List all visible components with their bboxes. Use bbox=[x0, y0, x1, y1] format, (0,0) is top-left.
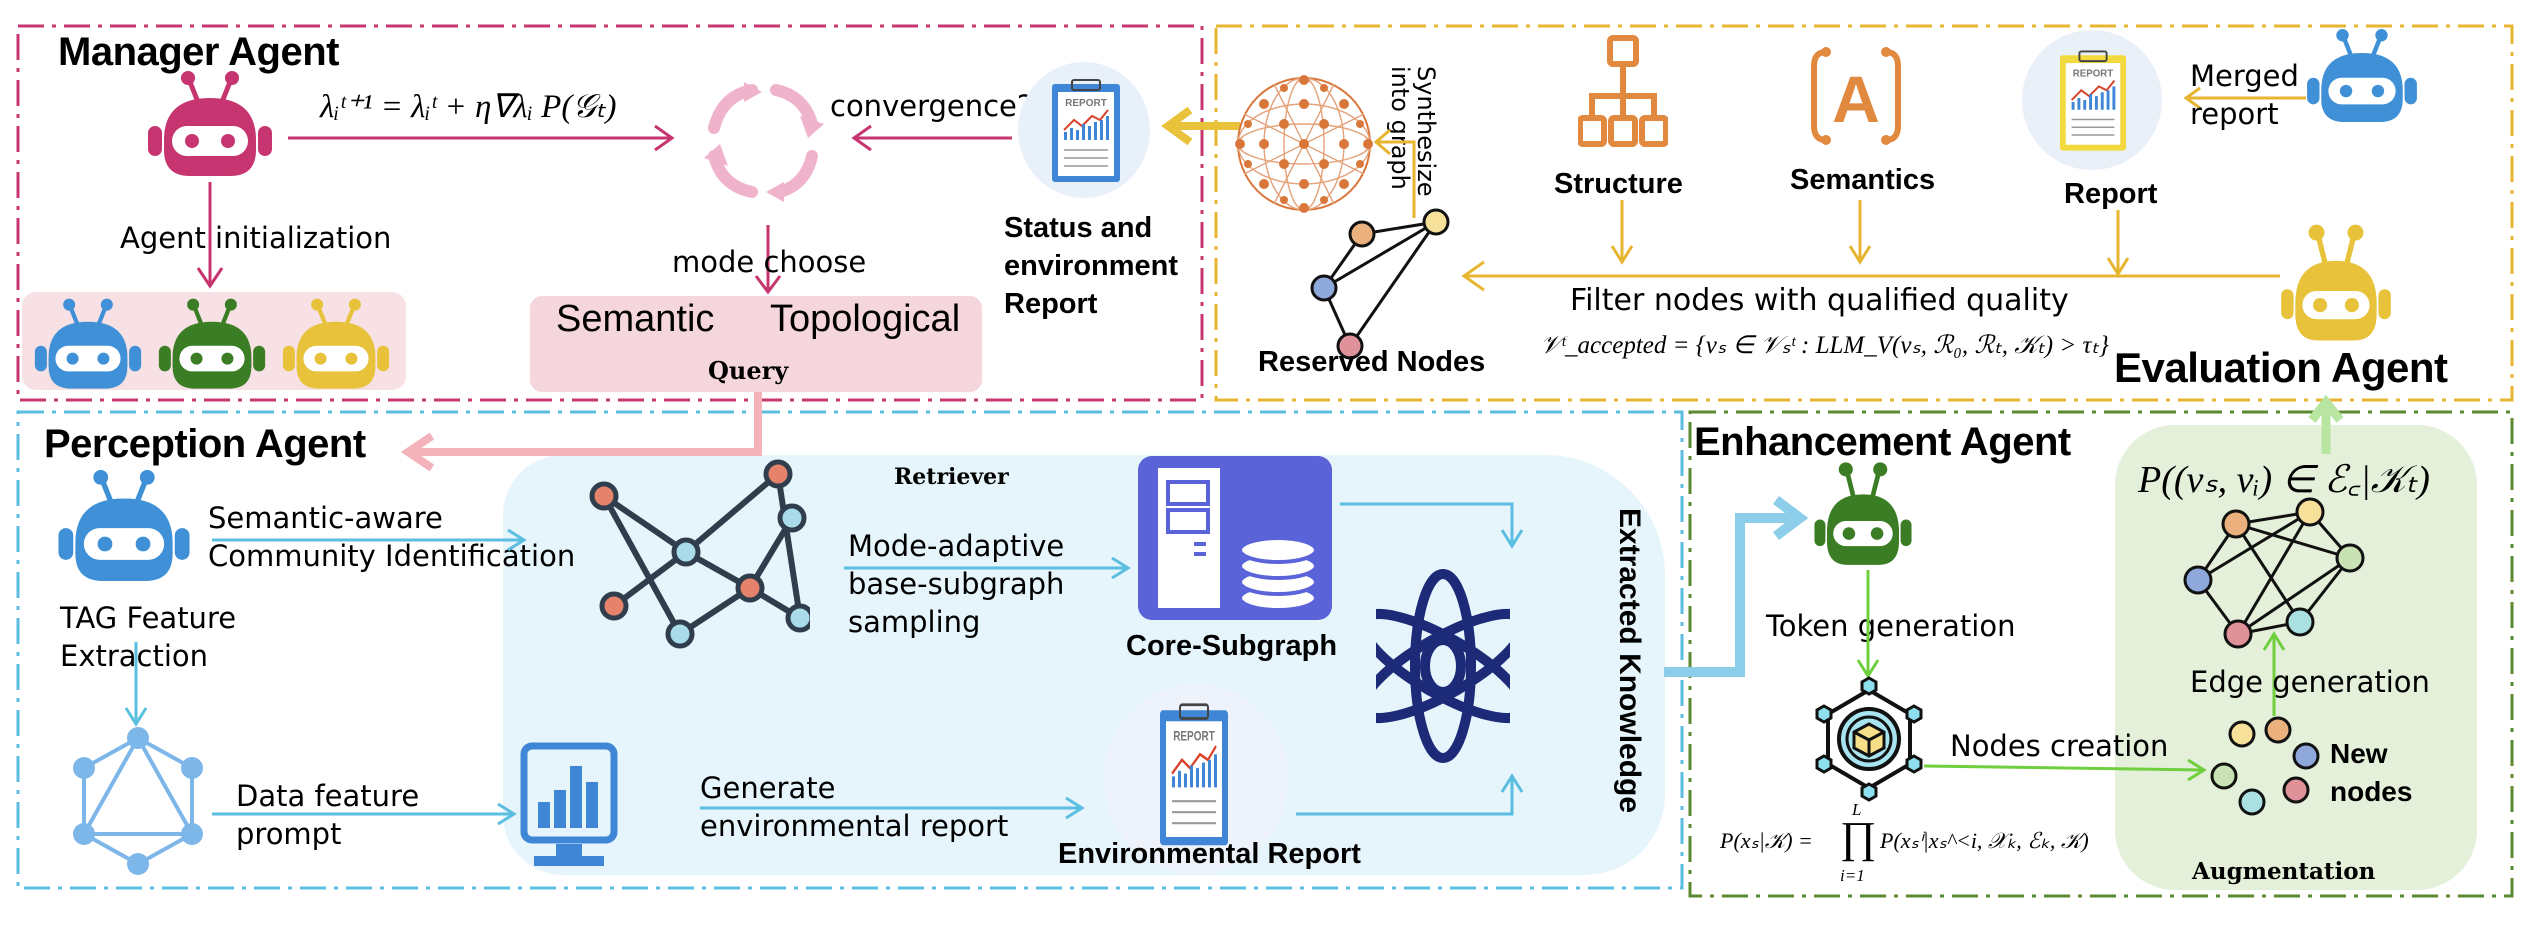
reserved-node bbox=[1310, 274, 1338, 302]
filter-label: Filter nodes with qualified quality bbox=[1570, 283, 2069, 318]
synthesize-label-2: into graph bbox=[1386, 66, 1414, 190]
mode-choose-label: mode choose bbox=[672, 245, 867, 279]
convergence-label: convergence? bbox=[830, 89, 1033, 123]
mode-adaptive-label-2: base-subgraph bbox=[848, 567, 1065, 601]
query-topological-option[interactable]: Topological bbox=[770, 298, 961, 340]
graph-sphere-icon bbox=[1235, 75, 1373, 213]
new-nodes-label-2: nodes bbox=[2330, 776, 2413, 807]
reserved-nodes-label: Reserved Nodes bbox=[1258, 346, 1486, 378]
product-symbol: ∏ bbox=[1840, 813, 1877, 862]
robot-green-icon bbox=[158, 298, 266, 389]
edge-generation-label: Edge generation bbox=[2190, 665, 2430, 699]
robot-pink-icon bbox=[148, 71, 272, 176]
robot-green-enhancement-icon bbox=[1814, 462, 1912, 565]
agent-initialization-label: Agent initialization bbox=[120, 221, 392, 255]
community-label-1: Semantic-aware bbox=[208, 501, 443, 535]
hierarchy-icon bbox=[1578, 35, 1668, 147]
graph-node bbox=[599, 591, 629, 621]
status-report-label-1: Status and bbox=[1004, 212, 1153, 244]
tag-graph-icon bbox=[73, 727, 203, 875]
criteria-semantics-label: Semantics bbox=[1790, 164, 1936, 196]
monitor-chart-icon bbox=[520, 742, 618, 866]
synthesize-label-line1: Synthesize bbox=[1412, 66, 1440, 197]
synthesize-label: Synthesize bbox=[1412, 66, 1440, 197]
robot-blue-merged-icon bbox=[2307, 29, 2417, 123]
robot-yellow-evaluation-icon bbox=[2281, 224, 2391, 341]
atom-knowledge-icon bbox=[1376, 569, 1510, 763]
retriever-label: Retriever bbox=[894, 464, 1009, 490]
status-report-label-3: Report bbox=[1004, 288, 1098, 320]
env-report-icon: REPORT bbox=[1160, 703, 1228, 846]
token-formula-prod-top: L bbox=[1852, 800, 1862, 819]
merged-report-label-2: report bbox=[2190, 97, 2279, 131]
robot-blue-perception-icon bbox=[58, 469, 190, 581]
graph-node bbox=[589, 481, 619, 511]
query-box[interactable] bbox=[530, 296, 982, 392]
token-formula-right: P(xₛⁱ|xₛ^<i, 𝒳ₖ, ℰₖ, 𝒦) bbox=[1880, 828, 2089, 853]
network-graph-icon bbox=[589, 459, 810, 649]
tag-feature-label-1: TAG Feature bbox=[60, 601, 237, 635]
merged-report-label-1: Merged bbox=[2190, 59, 2299, 93]
semantics-glyph: A bbox=[1832, 62, 1880, 136]
edge-formula: P((vₛ, vᵢ) ∈ ℰ꜀|𝒦ₜ) bbox=[2138, 459, 2430, 501]
mode-adaptive-label-3: sampling bbox=[848, 605, 981, 639]
server-database-icon bbox=[1138, 456, 1332, 620]
mode-adaptive-label-1: Mode-adaptive bbox=[848, 529, 1065, 563]
tag-feature-label-2: Extraction bbox=[60, 639, 209, 673]
graph-node bbox=[777, 503, 807, 533]
text-bracket-icon: A bbox=[1811, 47, 1901, 145]
augmentation-label: Augmentation bbox=[2192, 858, 2376, 885]
query-semantic-option[interactable]: Semantic bbox=[556, 298, 715, 340]
community-label-2: Community Identification bbox=[208, 539, 576, 573]
blockchain-cube-icon bbox=[1815, 676, 1923, 802]
status-report-icon-text: REPORT bbox=[1065, 98, 1107, 109]
lambda-update-formula: λᵢᵗ⁺¹ = λᵢᵗ + η∇λᵢ P(𝒢ₜ) bbox=[320, 89, 617, 125]
report-icon: REPORT bbox=[2059, 50, 2127, 151]
filter-formula: 𝒱ᵗ_accepted = {vₛ ∈ 𝒱ₛᵗ : LLM_V(vₛ, ℛ₀, … bbox=[1540, 332, 2109, 359]
synthesize-label-line2: into graph bbox=[1386, 66, 1414, 190]
data-feature-label-1: Data feature bbox=[236, 779, 420, 813]
status-report-icon: REPORT bbox=[1052, 79, 1120, 182]
robot-blue-icon bbox=[34, 298, 142, 389]
token-formula-prod-bottom: i=1 bbox=[1840, 866, 1865, 885]
status-report-label-2: environment bbox=[1004, 250, 1179, 282]
reserved-node bbox=[1348, 220, 1376, 248]
reserved-node bbox=[1422, 208, 1450, 236]
graph-node bbox=[785, 603, 810, 633]
perception-agent-title: Perception Agent bbox=[44, 422, 366, 466]
token-generation-label: Token generation bbox=[1766, 609, 2016, 643]
evaluation-agent-title: Evaluation Agent bbox=[2114, 344, 2448, 391]
token-formula-left: P(xₛ|𝒦) = bbox=[1720, 828, 1813, 853]
data-feature-label-2: prompt bbox=[236, 817, 342, 851]
generate-label-2: environmental report bbox=[700, 809, 1009, 843]
report-icon-text: REPORT bbox=[2073, 69, 2114, 80]
criteria-report-label: Report bbox=[2064, 178, 2158, 210]
graph-node bbox=[665, 619, 695, 649]
graph-node bbox=[763, 459, 793, 489]
graph-node bbox=[671, 537, 701, 567]
env-report-icon-text: REPORT bbox=[1173, 728, 1215, 744]
core-subgraph-label: Core-Subgraph bbox=[1126, 630, 1338, 662]
refresh-cycle-icon[interactable] bbox=[700, 78, 828, 204]
extracted-knowledge-label: Extracted Knowledge bbox=[1613, 508, 1646, 814]
reserved-nodes-graph bbox=[1322, 220, 1438, 347]
new-nodes-label-1: New bbox=[2330, 738, 2388, 769]
generate-label-1: Generate bbox=[700, 771, 836, 805]
manager-agent-title: Manager Agent bbox=[58, 30, 339, 74]
env-report-label: Environmental Report bbox=[1058, 838, 1361, 870]
graph-node bbox=[735, 573, 765, 603]
nodes-creation-label: Nodes creation bbox=[1950, 729, 2169, 763]
query-label: Query bbox=[708, 356, 789, 385]
criteria-structure-label: Structure bbox=[1554, 168, 1683, 200]
enhancement-agent-title: Enhancement Agent bbox=[1694, 420, 2071, 464]
robot-yellow-icon bbox=[282, 298, 390, 389]
